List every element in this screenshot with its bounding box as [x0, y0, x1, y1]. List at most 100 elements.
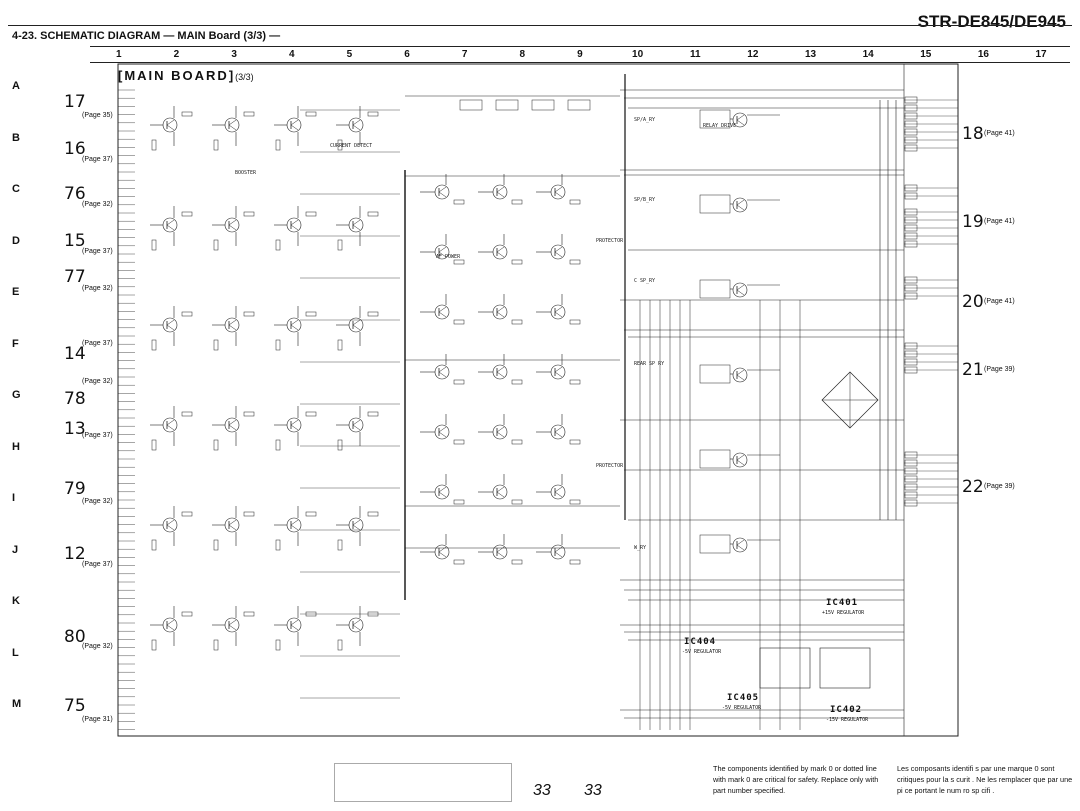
column-label: 9 [577, 49, 583, 60]
row-label: I [12, 492, 16, 504]
transistor-symbol [434, 184, 450, 200]
transistor-symbol [492, 364, 508, 380]
left-connector-page-ref: (Page 32) [82, 378, 113, 385]
left-connector-number: 14 [64, 344, 86, 364]
column-label: 6 [404, 49, 410, 60]
right-connector-number: 21 [962, 360, 984, 380]
right-connector-number: 18 [962, 124, 984, 144]
page-number-left: 33 [533, 782, 551, 799]
transistor-symbol [492, 424, 508, 440]
left-connector-page-ref: (Page 32) [82, 285, 113, 292]
w-ry-label: W_RY [634, 545, 647, 551]
ic402-sub: -15V REGULATOR [826, 717, 869, 723]
transistor-symbol [224, 217, 240, 233]
ic401-label: IC401 [826, 598, 859, 608]
transistor-symbol [550, 544, 566, 560]
transistor-symbol [550, 244, 566, 260]
board-label-sub: (3/3) [235, 72, 254, 82]
column-label: 11 [689, 49, 701, 60]
transistor-symbol [550, 364, 566, 380]
transistor-symbol [162, 117, 178, 133]
transistor-symbol [224, 517, 240, 533]
column-label: 10 [632, 49, 644, 60]
column-label: 15 [920, 49, 932, 60]
transistor-symbol [224, 117, 240, 133]
row-label: A [12, 80, 20, 92]
transistor-symbol [492, 544, 508, 560]
transistor-symbol [224, 417, 240, 433]
transistor-symbol [492, 244, 508, 260]
transistor-symbol [348, 417, 364, 433]
ic405-sub: -5V REGULATOR [722, 705, 762, 711]
column-label: 3 [231, 49, 237, 60]
transistor-symbol [286, 617, 302, 633]
left-connector-number: 80 [64, 627, 86, 647]
transistor-symbol [732, 367, 748, 383]
column-label: 17 [1035, 49, 1047, 60]
transistor-symbol [286, 417, 302, 433]
left-connector-page-ref: (Page 37) [82, 561, 113, 568]
transistor-symbol [348, 617, 364, 633]
transistor-symbol [286, 317, 302, 333]
transistor-symbol [434, 364, 450, 380]
column-label: 2 [173, 49, 180, 60]
left-connector-number: 77 [64, 267, 86, 287]
ic401-sub: +15V REGULATOR [822, 610, 865, 616]
section-title: 4-23. SCHEMATIC DIAGRAM — MAIN Board (3/… [12, 30, 281, 42]
model-title: STR-DE845/DE945 [917, 12, 1066, 31]
protector-label: PROTECTOR [596, 238, 624, 244]
row-label: L [12, 646, 19, 659]
header-rule [8, 25, 1072, 26]
right-connector-page-ref: (Page 41) [984, 218, 1015, 225]
row-label: E [12, 286, 20, 298]
transistor-symbol [162, 317, 178, 333]
left-connector-number: 13 [64, 419, 86, 439]
left-connector-page-ref: (Page 37) [82, 248, 113, 255]
transistor-symbol [434, 304, 450, 320]
transistor-symbol [286, 217, 302, 233]
current-detect-label: CURRENT DETECT [330, 143, 373, 149]
column-label: 7 [461, 49, 468, 60]
row-label: J [12, 543, 19, 556]
right-connector-number: 22 [962, 477, 984, 497]
left-connector-number: 17 [64, 92, 86, 112]
transistor-symbol [348, 317, 364, 333]
right-connector-page-ref: (Page 41) [984, 130, 1015, 137]
left-connector-number: 12 [64, 544, 86, 564]
right-connector-page-ref: (Page 39) [984, 483, 1015, 490]
transistor-symbol [162, 617, 178, 633]
transistor-symbol [224, 317, 240, 333]
c-sp-ry-label: C SP_RY [634, 278, 656, 284]
transistor-symbol [492, 184, 508, 200]
row-label: K [12, 595, 20, 607]
board-label-text: [MAIN BOARD] [118, 68, 236, 83]
transistor-symbol [732, 537, 748, 553]
page-number-right: 33 [584, 782, 602, 799]
transistor-symbol [550, 304, 566, 320]
right-connector-strip [903, 63, 959, 737]
transistor-symbol [162, 517, 178, 533]
left-connector-page-ref: (Page 37) [82, 156, 113, 163]
column-label: 8 [519, 49, 526, 60]
row-label: H [12, 440, 20, 453]
transistor-symbol [434, 424, 450, 440]
ic404-label: IC404 [684, 637, 717, 647]
left-connector-page-ref: (Page 37) [82, 432, 113, 439]
right-connector-number: 20 [962, 292, 984, 312]
transistor-symbol [732, 282, 748, 298]
af-power-label: AF POWER [436, 254, 461, 260]
components [151, 96, 918, 651]
left-connector-number: 78 [64, 389, 86, 409]
transistor-symbol [434, 484, 450, 500]
transistor-symbol [348, 217, 364, 233]
sp-a-ry-label: SP/A_RY [634, 117, 656, 123]
transistor-symbol [162, 217, 178, 233]
column-label: 12 [747, 49, 759, 60]
wires [118, 89, 958, 730]
row-label: D [12, 234, 20, 247]
left-connector-number: 76 [64, 184, 86, 204]
left-connector-page-ref: (Page 35) [82, 112, 113, 119]
column-label: 1 [116, 49, 122, 60]
safety-note-french: Les composants identifi s par une marque… [897, 764, 1073, 795]
